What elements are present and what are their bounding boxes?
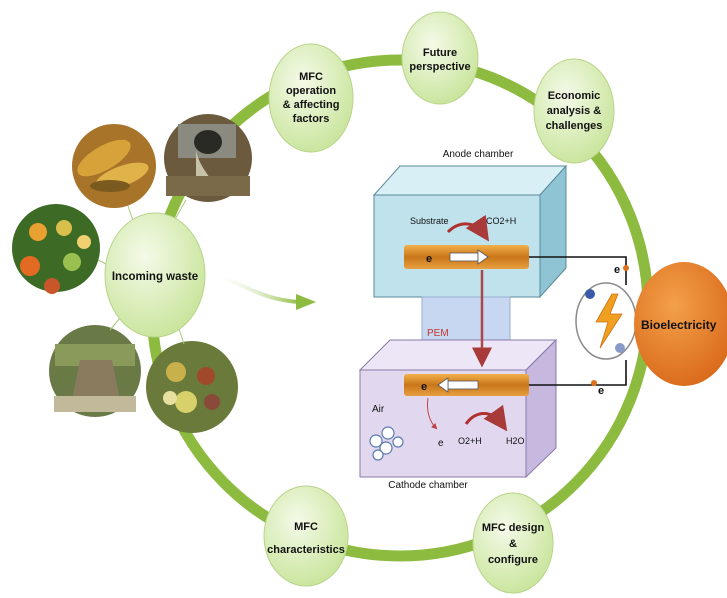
topic-economic-line1: Economic <box>548 90 601 102</box>
topic-design-line3: configure <box>488 554 538 566</box>
incoming-waste-bubble <box>104 212 206 338</box>
topic-design-line2: & <box>509 538 517 550</box>
bioelectricity-label: Bioelectricity <box>641 318 717 332</box>
circuit-electron-bottom-label: e <box>598 385 604 397</box>
topic-mfc-characteristics: MFC characteristics <box>263 485 349 587</box>
pem-label: PEM <box>427 328 449 339</box>
topic-mfc-operation-line4: factors <box>293 113 330 125</box>
topic-economic-line3: challenges <box>546 120 603 132</box>
substrate-label: Substrate <box>410 216 449 226</box>
lightning-plug-icon <box>575 282 637 360</box>
anode-terminal <box>623 265 629 271</box>
waste-photos <box>12 114 252 433</box>
cathode-terminal <box>591 380 597 386</box>
topic-economic-line2: analysis & <box>547 105 601 117</box>
topic-mfc-operation-line2: operation <box>286 85 336 97</box>
bioelectricity-bubble <box>634 262 727 386</box>
topic-mfc-operation-line1: MFC <box>299 71 323 83</box>
air-label: Air <box>372 404 385 415</box>
substrate-oxidation-arrow <box>446 214 489 242</box>
anode-chamber <box>372 164 568 299</box>
topic-future-line2: perspective <box>409 61 470 73</box>
topic-future-perspective: Future perspective <box>401 11 479 105</box>
pem-membrane <box>421 296 511 344</box>
anode-chamber-label: Anode chamber <box>443 149 514 160</box>
wastewater-pipe-photo <box>164 114 252 202</box>
food-waste-pile-photo <box>146 341 238 433</box>
electron-to-oxygen-arrow <box>427 397 438 430</box>
topic-mfc-operation-line3: & affecting <box>283 99 340 111</box>
corn-photo <box>72 124 156 208</box>
h2o-label: H2O <box>506 436 525 446</box>
waste-flow-arrow <box>211 273 301 304</box>
oxygen-reduction-arrow <box>464 404 508 432</box>
topic-design-line1: MFC design <box>482 522 545 534</box>
river-photo <box>49 325 141 417</box>
topic-characteristics-line1: MFC <box>294 521 318 533</box>
cathode-chamber-label: Cathode chamber <box>388 480 468 491</box>
topic-economic-analysis: Economic analysis & challenges <box>533 58 615 164</box>
o2h-label: O2+H <box>458 436 482 446</box>
anode-electron-arrow <box>449 249 489 265</box>
cathode-chamber <box>358 338 558 479</box>
topic-mfc-operation: MFC operation & affecting factors <box>268 43 354 153</box>
topic-future-line1: Future <box>423 47 457 59</box>
topic-mfc-design: MFC design & configure <box>472 492 554 594</box>
waste-flow-arrowhead <box>296 294 316 310</box>
co2h-label: CO2+H <box>486 216 516 226</box>
incoming-waste-label: Incoming waste <box>112 271 198 283</box>
cathode-electron-arrow <box>437 377 479 393</box>
anode-electron-label: e <box>426 253 432 265</box>
circuit-electron-top-label: e <box>614 264 620 276</box>
cathode-electron-label: e <box>421 381 427 393</box>
vegetable-waste-photo <box>12 204 100 294</box>
cathode-free-electron-label: e <box>438 438 444 449</box>
topic-characteristics-line2: characteristics <box>267 544 345 556</box>
air-bubbles-icon <box>369 426 404 461</box>
